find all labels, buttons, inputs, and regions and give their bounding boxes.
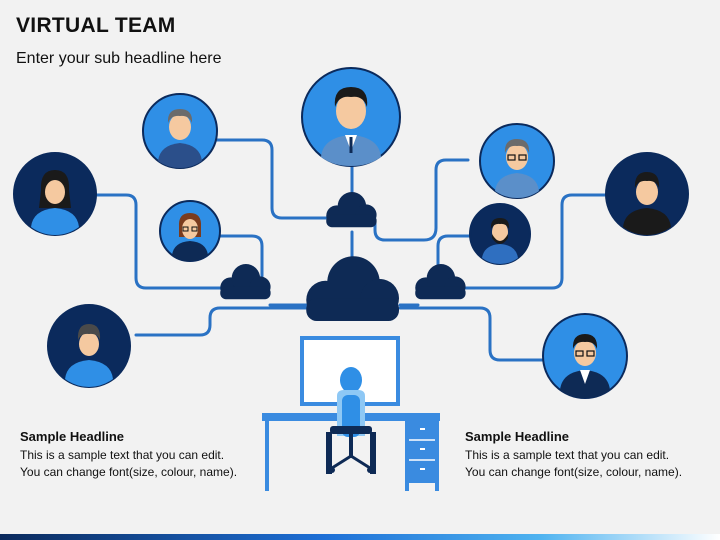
connector-lines [94,138,608,362]
right-text-block: Sample Headline This is a sample text th… [465,429,715,481]
left-headline: Sample Headline [20,429,125,444]
person-avatar-icon [301,67,401,167]
page-subtitle: Enter your sub headline here [16,50,222,67]
person-avatar-icon [469,203,531,265]
connector-person-5 [134,306,308,337]
connector-person-3 [203,234,264,278]
connector-person-7 [464,193,608,290]
connector-person-6 [436,234,472,278]
cloud-icon [326,192,377,228]
person-avatar-icon [479,123,555,199]
person-avatar-icon [13,152,97,236]
right-body-line-1: This is a sample text that you can edit. [465,448,670,462]
office-chair-icon [326,367,376,474]
cloud-icon [306,256,399,321]
left-body-line-1: This is a sample text that you can edit. [20,448,225,462]
right-body-line-2: You can change font(size, colour, name). [465,465,683,479]
cloud-icon [415,264,466,300]
person-avatar-icon [159,200,221,262]
connector-person-1 [94,193,224,290]
connector-person-2 [215,138,328,220]
person-avatar-icon [605,152,689,236]
left-body-line-2: You can change font(size, colour, name). [20,465,238,479]
connector-person-4 [373,158,470,242]
person-avatar-icon [142,93,218,169]
footer-gradient-bar [0,534,720,540]
left-text-block: Sample Headline This is a sample text th… [20,429,270,481]
person-avatar-icon [47,304,131,388]
page-title: VIRTUAL TEAM [16,14,176,37]
connector-person-8 [398,306,546,362]
right-headline: Sample Headline [465,429,570,444]
person-avatar-icon [542,313,628,399]
